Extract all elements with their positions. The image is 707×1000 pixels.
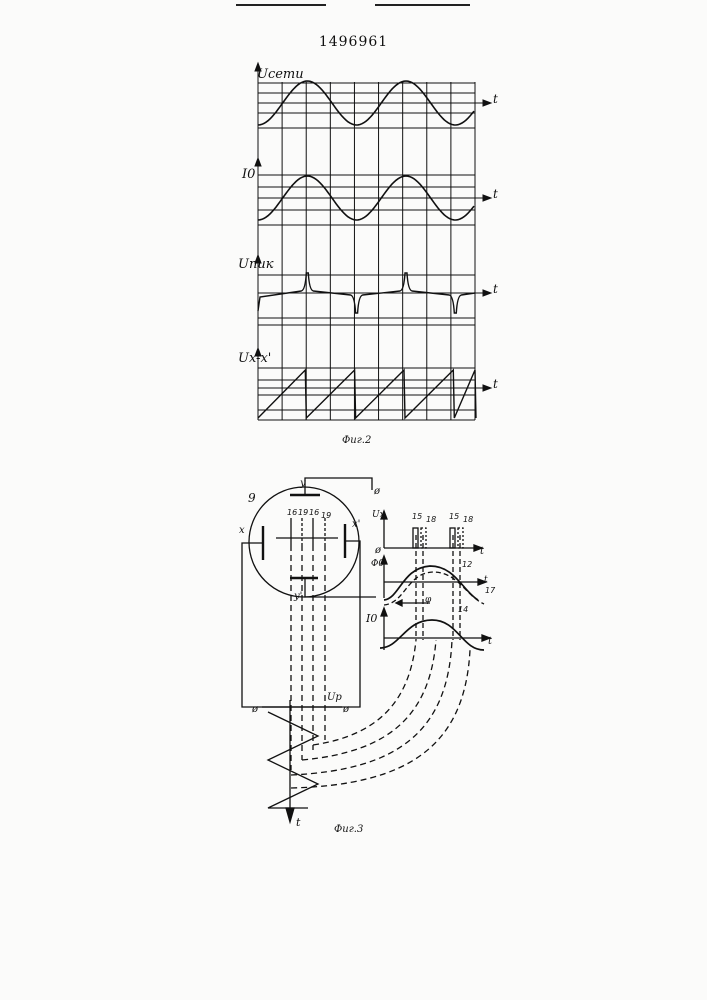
beam-label-16b: 16 <box>309 508 319 517</box>
pulse-label-18b: 18 <box>463 515 473 524</box>
fig2-grid-horizontal <box>258 83 475 420</box>
fig2-vaxis-arrow <box>255 158 261 166</box>
sawtooth-sweep <box>268 712 318 808</box>
wire-y-top <box>305 478 372 495</box>
t-label-3: t <box>493 282 498 296</box>
plate-label-x-prime: x' <box>352 519 360 530</box>
plate-label-y-bottom: y' <box>293 591 302 602</box>
terminal-mid: ø <box>374 545 382 556</box>
fig2-grid <box>258 82 475 420</box>
fig2-haxis-arrow <box>483 385 491 391</box>
t-label-1: t <box>493 92 498 106</box>
current-axis-t: t <box>488 636 493 647</box>
beam-label-19a: 19 <box>298 508 308 517</box>
flux-axis-label: Φ0 <box>371 559 384 569</box>
plate-label-x: x <box>239 525 245 536</box>
label-u-pik: Uпик <box>238 257 274 272</box>
fig2-haxis-arrow <box>483 195 491 201</box>
figure-3 <box>242 478 490 822</box>
beam-label-16a: 16 <box>287 508 297 517</box>
pulse-axis-t: t <box>480 546 485 557</box>
flux-label-14: 14 <box>458 605 468 614</box>
tube-label: 9 <box>248 491 256 505</box>
fig2-haxis-arrow <box>483 290 491 296</box>
fig3-caption: Фиг.3 <box>334 824 363 835</box>
pulse-label-18a: 18 <box>426 515 436 524</box>
pulse-label-15b: 15 <box>449 512 459 521</box>
label-u-seti: Uсети <box>257 67 304 82</box>
wire-x-right <box>342 541 360 707</box>
flux-axis-t: t <box>484 575 488 585</box>
label-i-0: I0 <box>241 167 255 182</box>
time-label: t <box>296 816 301 829</box>
arc-4 <box>291 650 470 788</box>
t-label-2: t <box>493 187 498 201</box>
figure-2 <box>255 63 491 420</box>
phase-arrow-left <box>396 600 402 606</box>
wire-x-left <box>242 543 263 707</box>
terminal-top: ø <box>373 486 381 497</box>
pulse-label-15a: 15 <box>412 512 422 521</box>
time-axis-arrow <box>286 808 294 822</box>
wire-y-bottom <box>305 578 376 597</box>
wave-u-x <box>258 370 476 418</box>
arc-2 <box>302 640 436 760</box>
current-curve <box>380 620 484 650</box>
label-u-x: Ux-x' <box>238 351 271 366</box>
fig2-caption: Фиг.2 <box>342 435 371 446</box>
sweep-label: Up <box>327 692 342 703</box>
pulse-axis-label: Ux <box>372 510 385 520</box>
fig2-axes <box>255 63 491 416</box>
beam-label-19b: 19 <box>321 511 331 520</box>
flux-label-17: 17 <box>485 586 496 595</box>
t-label-4: t <box>493 377 498 391</box>
current-axis-label: I0 <box>365 612 377 625</box>
current-vaxis-arrow <box>381 608 387 616</box>
terminal-right: ø <box>342 704 350 715</box>
flux-label-12: 12 <box>462 560 472 569</box>
crt-tube <box>249 487 359 597</box>
fig2-haxis-arrow <box>483 100 491 106</box>
terminal-left: ø <box>251 704 259 715</box>
phase-label: φ <box>425 595 432 605</box>
plate-label-y: y <box>299 478 306 489</box>
